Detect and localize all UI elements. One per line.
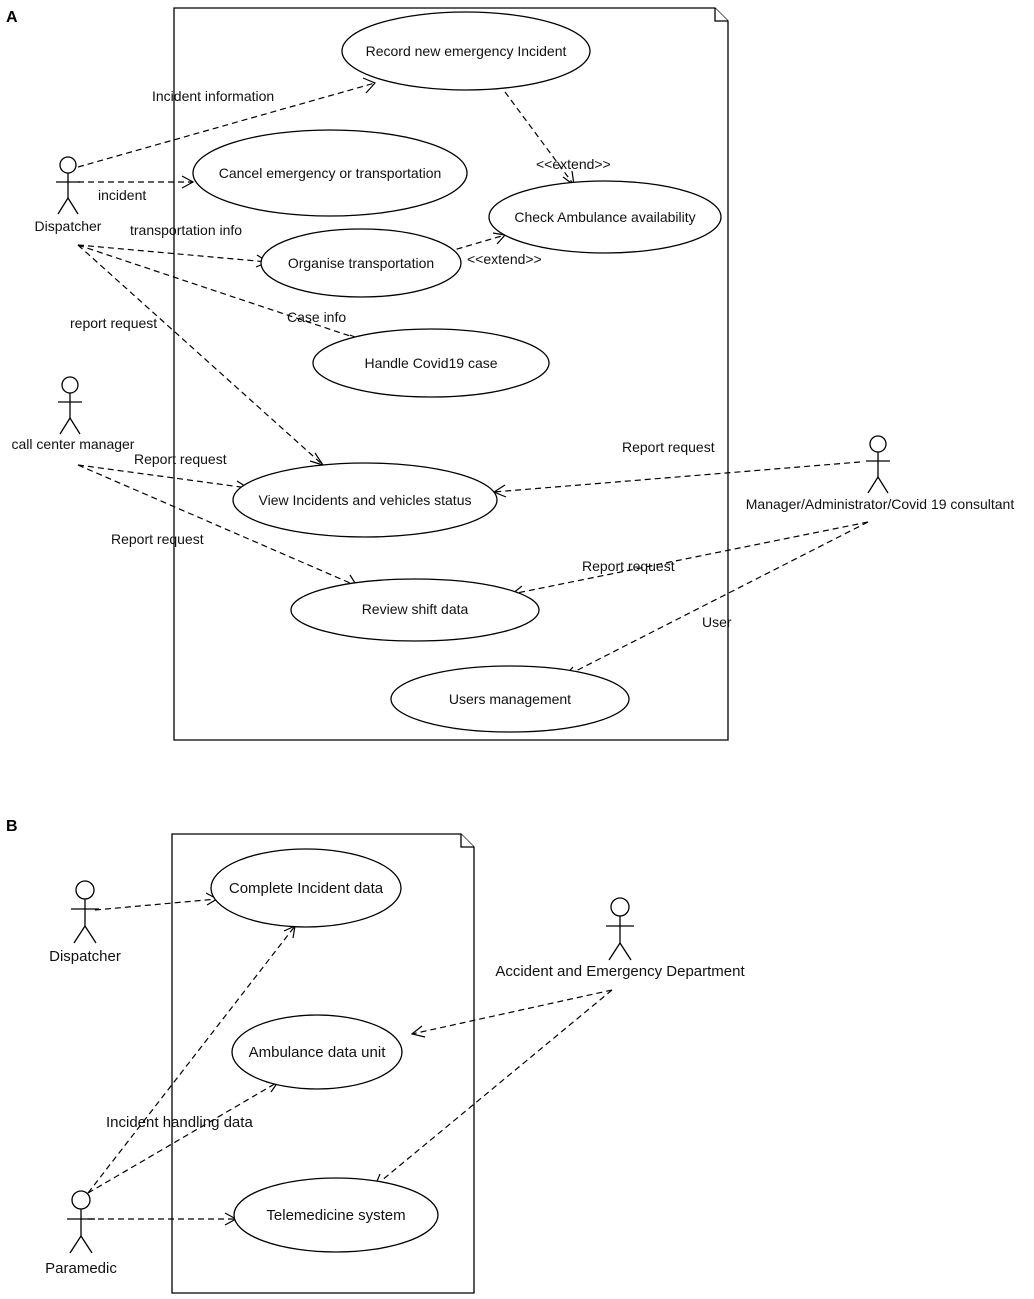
usecase-check-ambulance-label: Check Ambulance availability (514, 209, 695, 225)
actor-dispatcher-a-icon (56, 156, 80, 215)
usecase-complete-incident-label: Complete Incident data (229, 880, 384, 897)
edge-dispatcher-complete (94, 898, 218, 911)
usecase-cancel-emergency (192, 129, 468, 217)
label-extend-record: <<extend>> (536, 156, 611, 172)
usecase-record-incident (341, 11, 591, 91)
usecase-review-shift (290, 578, 540, 642)
edge-dispatcher-view (77, 244, 324, 466)
usecase-handle-covid-label: Handle Covid19 case (364, 355, 497, 371)
actor-dispatcher-b-icon (71, 880, 99, 944)
system-boundary-b-corner (460, 834, 474, 848)
usecase-complete-incident (210, 848, 402, 928)
label-case-info: Case info (287, 309, 346, 325)
usecase-check-ambulance (488, 180, 722, 254)
label-report-request-ccm-shift: Report request (111, 531, 204, 547)
actor-call-center-manager-label: call center manager (12, 436, 135, 452)
usecase-ambulance-data-label: Ambulance data unit (249, 1044, 387, 1061)
label-report-request-mgr-shift: Report request (582, 558, 675, 574)
label-user: User (702, 614, 732, 630)
panel-a-label: A (6, 9, 18, 26)
usecase-telemedicine-label: Telemedicine system (266, 1207, 405, 1224)
actor-paramedic-icon (67, 1190, 95, 1254)
usecase-ambulance-data (231, 1014, 403, 1090)
usecase-handle-covid (312, 328, 550, 398)
label-report-request-mgr-view: Report request (622, 439, 715, 455)
edge-mgr-view (493, 461, 861, 493)
actor-dispatcher-a-label: Dispatcher (35, 218, 102, 234)
edge-ccm-review (77, 464, 358, 587)
edge-paramedic-ambulance (87, 1081, 279, 1194)
usecase-cancel-emergency-label: Cancel emergency or transportation (219, 165, 442, 181)
usecase-review-shift-label: Review shift data (362, 601, 469, 617)
label-report-request-dispatcher: report request (70, 315, 157, 331)
actor-aed-icon (606, 897, 634, 961)
usecase-view-status-label: View Incidents and vehicles status (259, 492, 472, 508)
actor-manager-admin-label: Manager/Administrator/Covid 19 consultan… (746, 496, 1015, 512)
actor-call-center-manager-icon (58, 376, 82, 435)
usecase-organise-transport-label: Organise transportation (288, 255, 434, 271)
edge-aed-telemedicine (374, 989, 613, 1187)
label-incident: incident (98, 187, 146, 203)
system-boundary-a-corner (714, 8, 728, 22)
actor-aed-label: Accident and Emergency Department (495, 963, 745, 980)
usecase-organise-transport (260, 228, 462, 298)
edge-mgr-review (511, 521, 869, 595)
edge-extend-organise-check (446, 234, 506, 253)
usecase-users-management-label: Users management (449, 691, 571, 707)
label-report-request-ccm-view: Report request (134, 451, 227, 467)
actor-dispatcher-b-label: Dispatcher (49, 948, 121, 965)
usecase-view-status (232, 462, 498, 538)
edge-mgr-users (563, 521, 869, 678)
edge-paramedic-complete (87, 925, 296, 1194)
label-transportation-info: transportation info (130, 222, 242, 238)
usecase-record-incident-label: Record new emergency Incident (366, 43, 567, 59)
usecase-users-management (390, 665, 630, 733)
edge-dispatcher-record (77, 82, 376, 168)
usecase-telemedicine (233, 1177, 439, 1253)
label-extend-organise: <<extend>> (467, 251, 542, 267)
edge-ccm-view (77, 464, 249, 489)
actor-manager-admin-icon (866, 435, 890, 494)
edge-aed-ambulance (411, 989, 613, 1035)
panel-b-label: B (6, 818, 18, 835)
edge-dispatcher-organise (77, 244, 269, 263)
actor-paramedic-label: Paramedic (45, 1260, 117, 1277)
label-incident-information: Incident information (152, 88, 274, 104)
label-incident-handling-data: Incident handling data (106, 1114, 253, 1131)
